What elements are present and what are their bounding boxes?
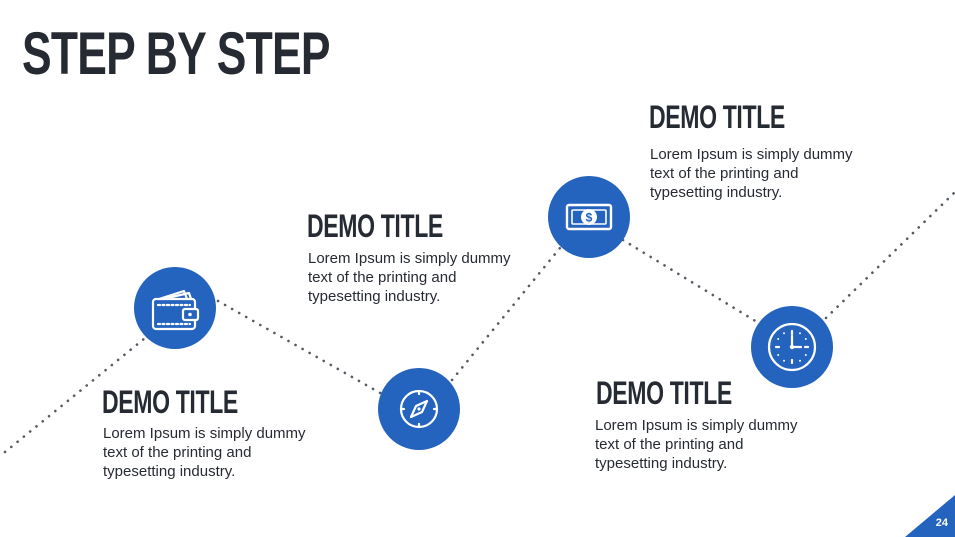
step-1-body: Lorem Ipsum is simply dummy text of the …	[103, 425, 306, 480]
step-2-circle	[378, 368, 460, 450]
step-1-circle	[134, 267, 216, 349]
money-icon: $	[565, 203, 613, 231]
step-3-title: DEMO TITLE	[649, 99, 785, 135]
step-3-body: Lorem Ipsum is simply dummy text of the …	[650, 146, 853, 201]
step-4-body: Lorem Ipsum is simply dummy text of the …	[595, 417, 798, 472]
page-number: 24	[935, 517, 948, 529]
step-4-circle	[751, 306, 833, 388]
page-corner-triangle: 24	[905, 495, 955, 537]
clock-icon	[767, 322, 817, 372]
step-2-title: DEMO TITLE	[307, 208, 443, 244]
step-1-title: DEMO TITLE	[102, 384, 238, 420]
step-2-body: Lorem Ipsum is simply dummy text of the …	[308, 250, 511, 305]
compass-icon	[399, 389, 439, 429]
svg-text:$: $	[586, 211, 593, 225]
page-title: STEP BY STEP	[22, 20, 331, 87]
step-3-circle: $	[548, 176, 630, 258]
step-4-title: DEMO TITLE	[596, 375, 732, 411]
wallet-icon	[151, 289, 200, 331]
